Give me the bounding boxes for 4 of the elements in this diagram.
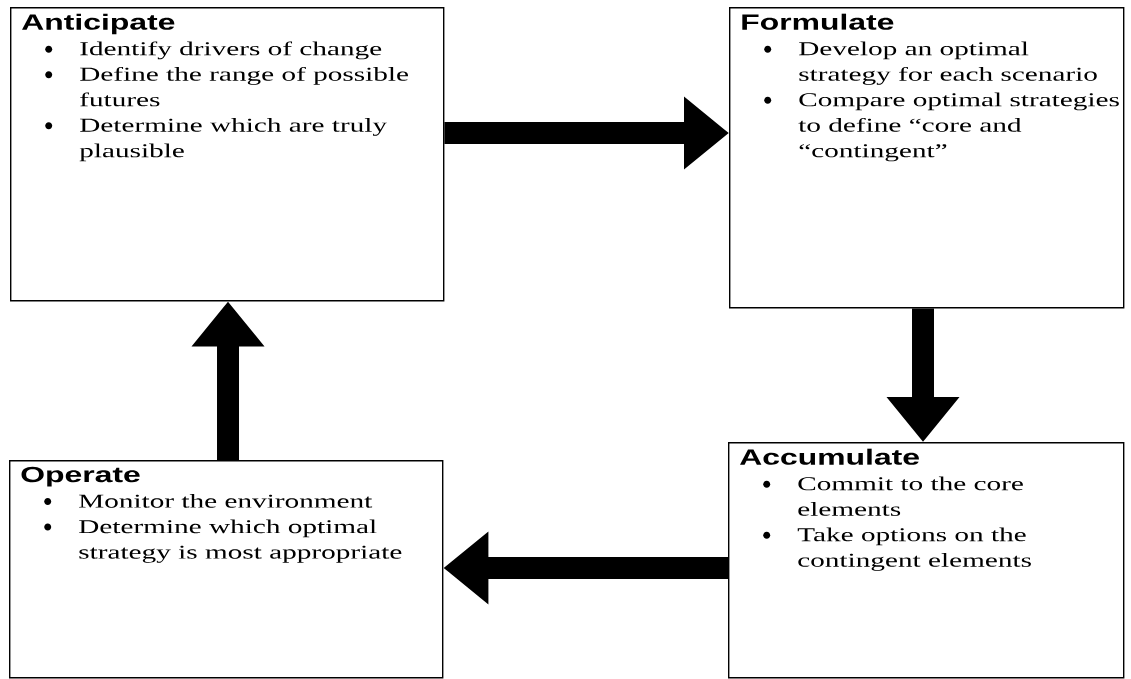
process-box: Accumulate Commit to the core elements Take options on the contingent elements (728, 442, 1125, 679)
process-box: Anticipate Identify drivers of change Define the range of possible futures Determine which are truly plausible (10, 7, 445, 302)
process-box: Operate Monitor the environment Determine which optimal strategy is most appropriate (9, 460, 444, 679)
process-box: Formulate Develop an optimal strategy for each scenario Compare optimal strategies to define “core and “contingent” (729, 7, 1125, 309)
